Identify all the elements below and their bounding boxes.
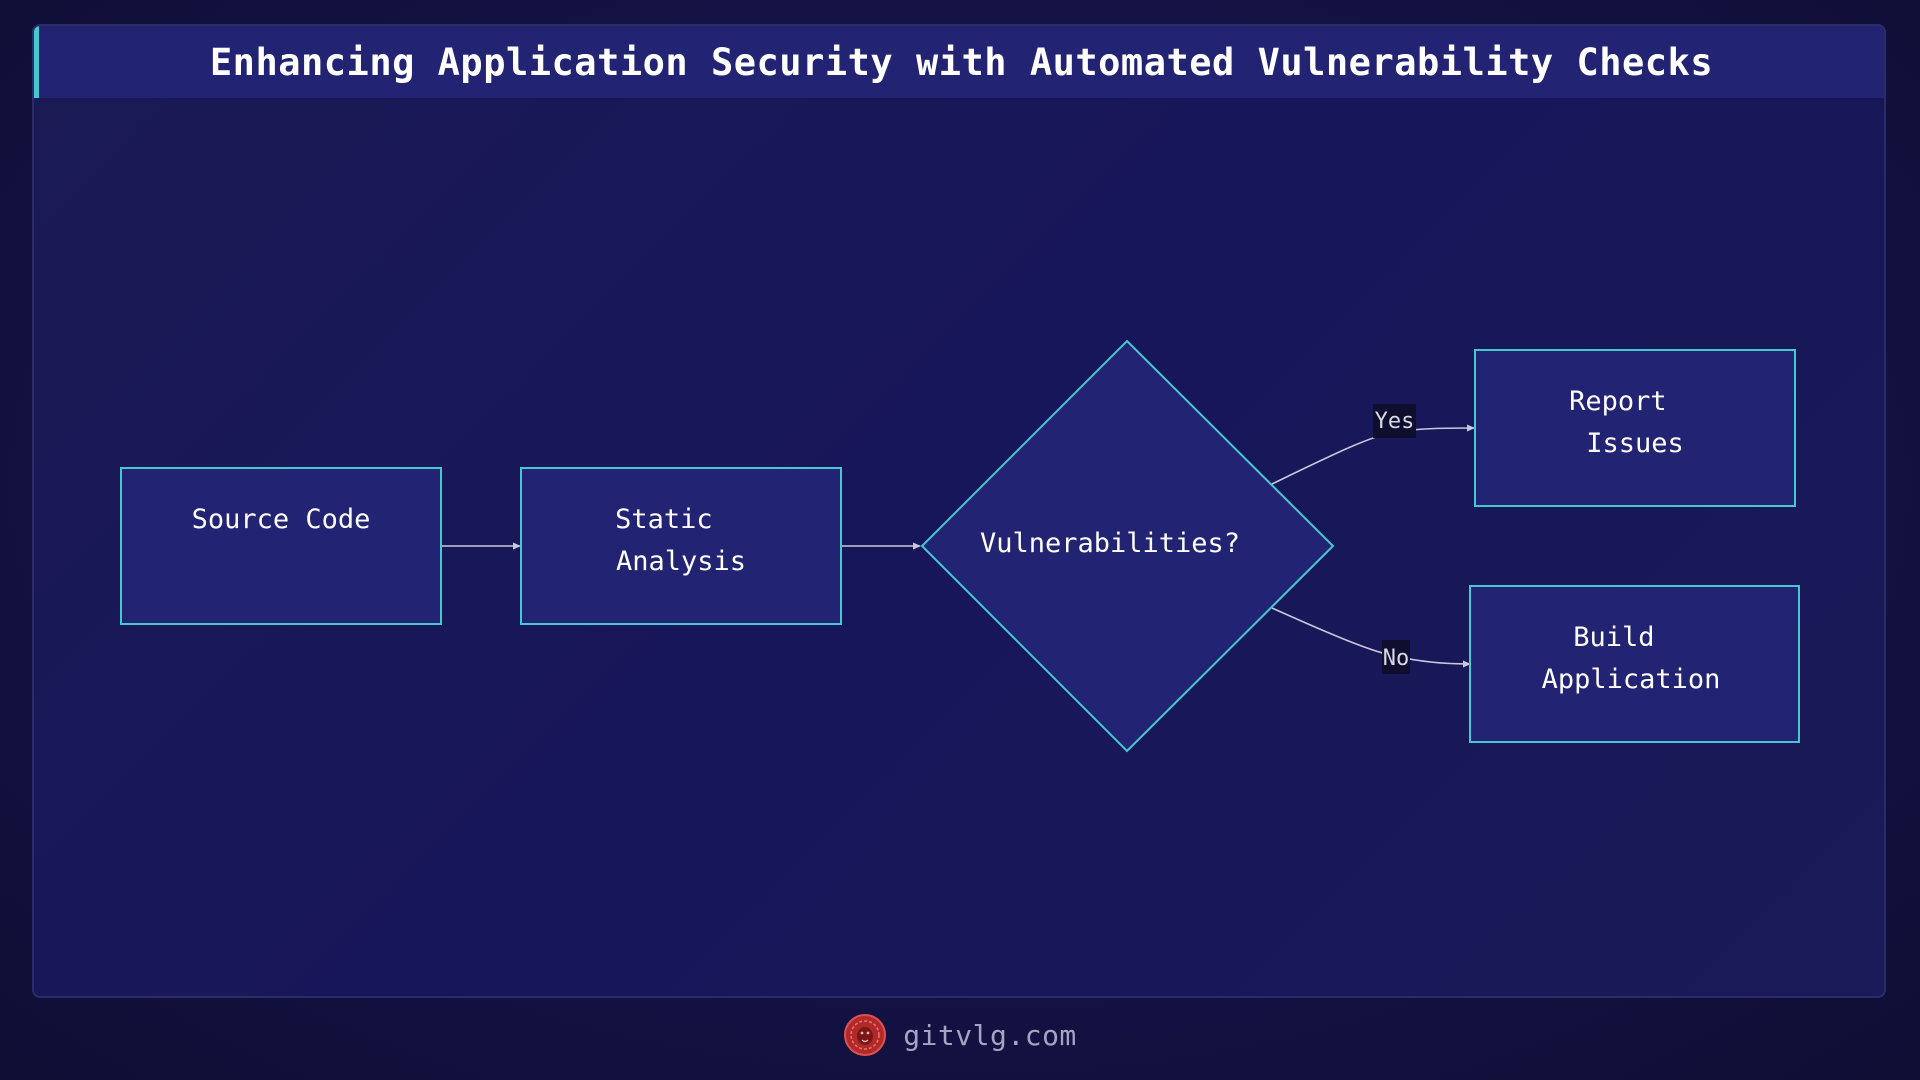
node-vulnerabilities-line-1: Vulnerabilities? xyxy=(980,528,1240,559)
node-report-issues-line-1: Report xyxy=(1569,386,1667,417)
page-title: Enhancing Application Security with Auto… xyxy=(209,40,1714,84)
edge-label-no-text: No xyxy=(1383,646,1410,671)
edge-decision-to-build xyxy=(1271,607,1471,668)
node-static-analysis-label: Static Analysis xyxy=(615,504,746,577)
node-source-code-line-1: Source Code xyxy=(192,504,371,535)
node-report-issues-label: Report Issues xyxy=(1569,386,1684,459)
node-report-issues-line-2: Issues xyxy=(1586,428,1684,459)
lion-head-icon xyxy=(844,1014,887,1056)
node-static-analysis-line-2: Analysis xyxy=(616,546,746,577)
edge-label-no: No xyxy=(1382,640,1410,674)
title-bar: Enhancing Application Security with Auto… xyxy=(34,26,1884,98)
node-vulnerabilities-decision: Vulnerabilities? xyxy=(920,339,1335,753)
edge-label-yes-text: Yes xyxy=(1375,409,1415,434)
node-build-application-line-1: Build xyxy=(1573,622,1654,653)
node-build-application-line-2: Application xyxy=(1542,664,1721,695)
node-report-issues: Report Issues xyxy=(1474,349,1796,507)
node-static-analysis-line-1: Static xyxy=(615,504,713,535)
footer-site-link[interactable]: gitvlg.com xyxy=(903,1018,1077,1052)
node-source-code-label: Source Code xyxy=(192,504,371,535)
node-static-analysis: Static Analysis xyxy=(520,467,842,625)
node-vulnerabilities-label: Vulnerabilities? xyxy=(980,528,1240,559)
node-build-application: Build Application xyxy=(1469,585,1800,743)
footer: gitvlg.com xyxy=(0,1010,1920,1060)
node-build-application-label: Build Application xyxy=(1542,622,1721,695)
edge-label-yes: Yes xyxy=(1373,404,1416,438)
node-source-code: Source Code xyxy=(120,467,442,625)
